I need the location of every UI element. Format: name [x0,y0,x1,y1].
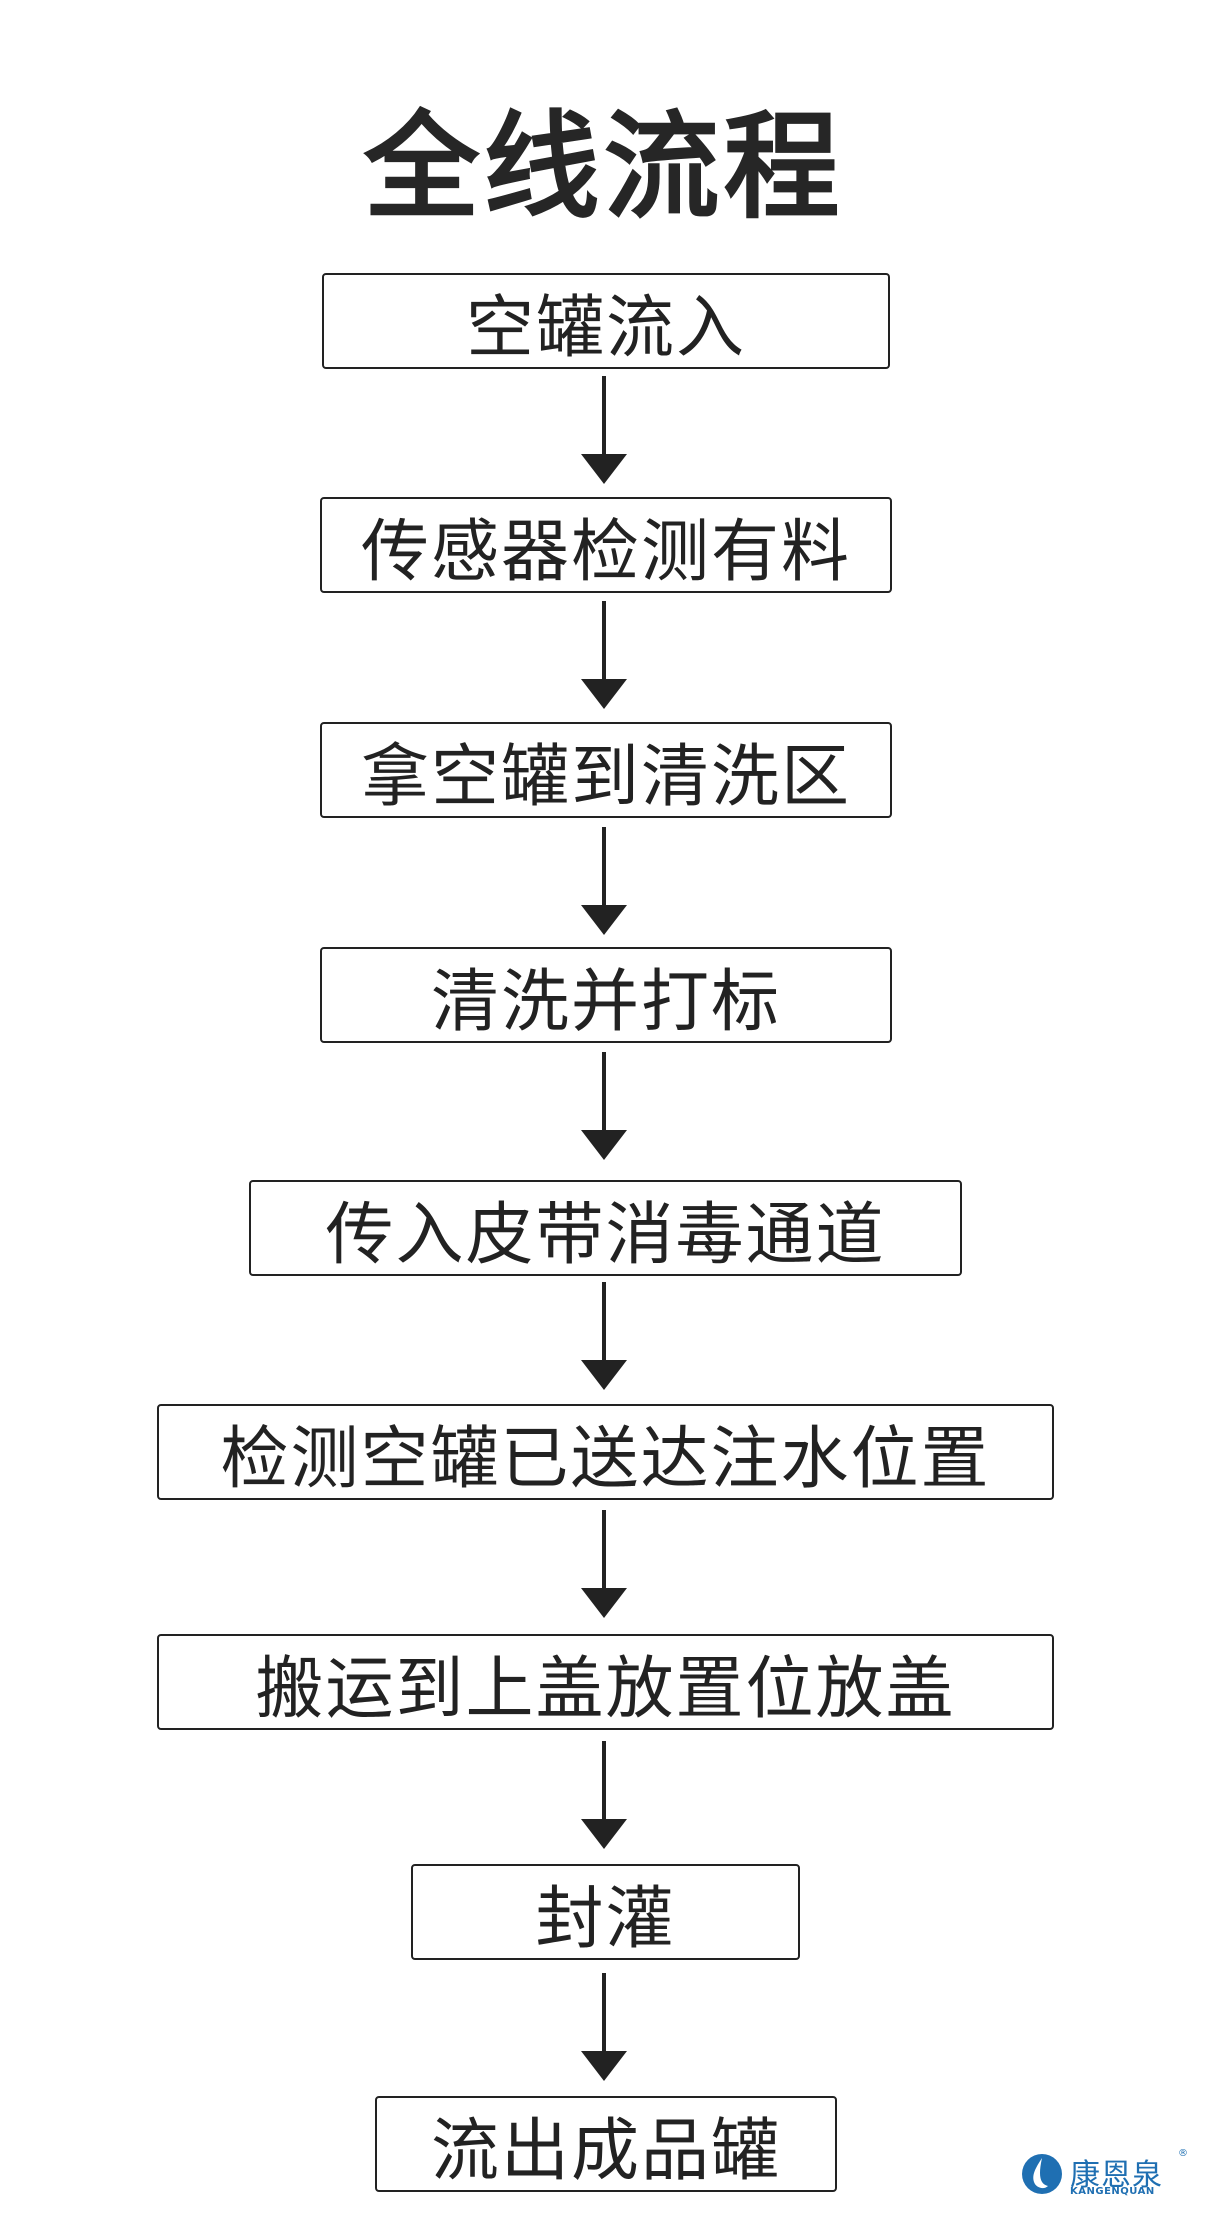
step-label: 空罐流入 [465,288,746,368]
arrow-head-icon [581,1360,627,1390]
arrow-shaft [602,1052,606,1134]
arrow-head-icon [581,454,627,484]
step-label: 拿空罐到清洗区 [360,737,851,817]
arrow-shaft [602,1973,606,2055]
flow-arrow-8 [581,1973,627,2081]
arrow-shaft [602,601,606,683]
flow-step-clean-and-label: 清洗并打标 [320,947,892,1043]
flow-step-cap-placement: 搬运到上盖放置位放盖 [157,1634,1054,1730]
flow-arrow-6 [581,1510,627,1618]
arrow-shaft [602,1510,606,1592]
brand-subtitle: KANGENQUAN [1070,2186,1155,2197]
flow-arrow-1 [581,376,627,484]
brand-logo: 康恩泉 ® KANGENQUAN [1020,2148,1190,2208]
flow-arrow-7 [581,1741,627,1849]
registered-mark: ® [1178,2148,1188,2159]
flow-step-empty-can-inflow: 空罐流入 [322,273,890,369]
page-title: 全线流程 [363,100,844,235]
step-label: 清洗并打标 [430,962,781,1042]
water-drop-logo-icon [1022,2154,1062,2194]
step-label: 搬运到上盖放置位放盖 [255,1649,956,1729]
arrow-head-icon [581,1130,627,1160]
arrow-head-icon [581,2051,627,2081]
arrow-head-icon [581,1588,627,1618]
flow-step-belt-disinfection: 传入皮带消毒通道 [249,1180,962,1276]
arrow-shaft [602,1282,606,1364]
arrow-head-icon [581,679,627,709]
arrow-shaft [602,1741,606,1823]
arrow-shaft [602,376,606,458]
step-label: 流出成品罐 [430,2111,781,2191]
step-label: 传入皮带消毒通道 [325,1195,886,1275]
flow-arrow-5 [581,1282,627,1390]
brand-name: 康恩泉 [1070,2158,1163,2193]
step-label: 封灌 [535,1879,676,1959]
flow-arrow-4 [581,1052,627,1160]
flow-arrow-2 [581,601,627,709]
arrow-shaft [602,827,606,909]
flow-step-move-to-cleaning: 拿空罐到清洗区 [320,722,892,818]
step-label: 传感器检测有料 [360,512,851,592]
flow-arrow-3 [581,827,627,935]
flow-step-sensor-detect: 传感器检测有料 [320,497,892,593]
arrow-head-icon [581,1819,627,1849]
flow-step-sealing: 封灌 [411,1864,800,1960]
arrow-head-icon [581,905,627,935]
flow-step-finished-can-outflow: 流出成品罐 [375,2096,837,2192]
step-label: 检测空罐已送达注水位置 [220,1419,991,1499]
flow-step-filling-position: 检测空罐已送达注水位置 [157,1404,1054,1500]
